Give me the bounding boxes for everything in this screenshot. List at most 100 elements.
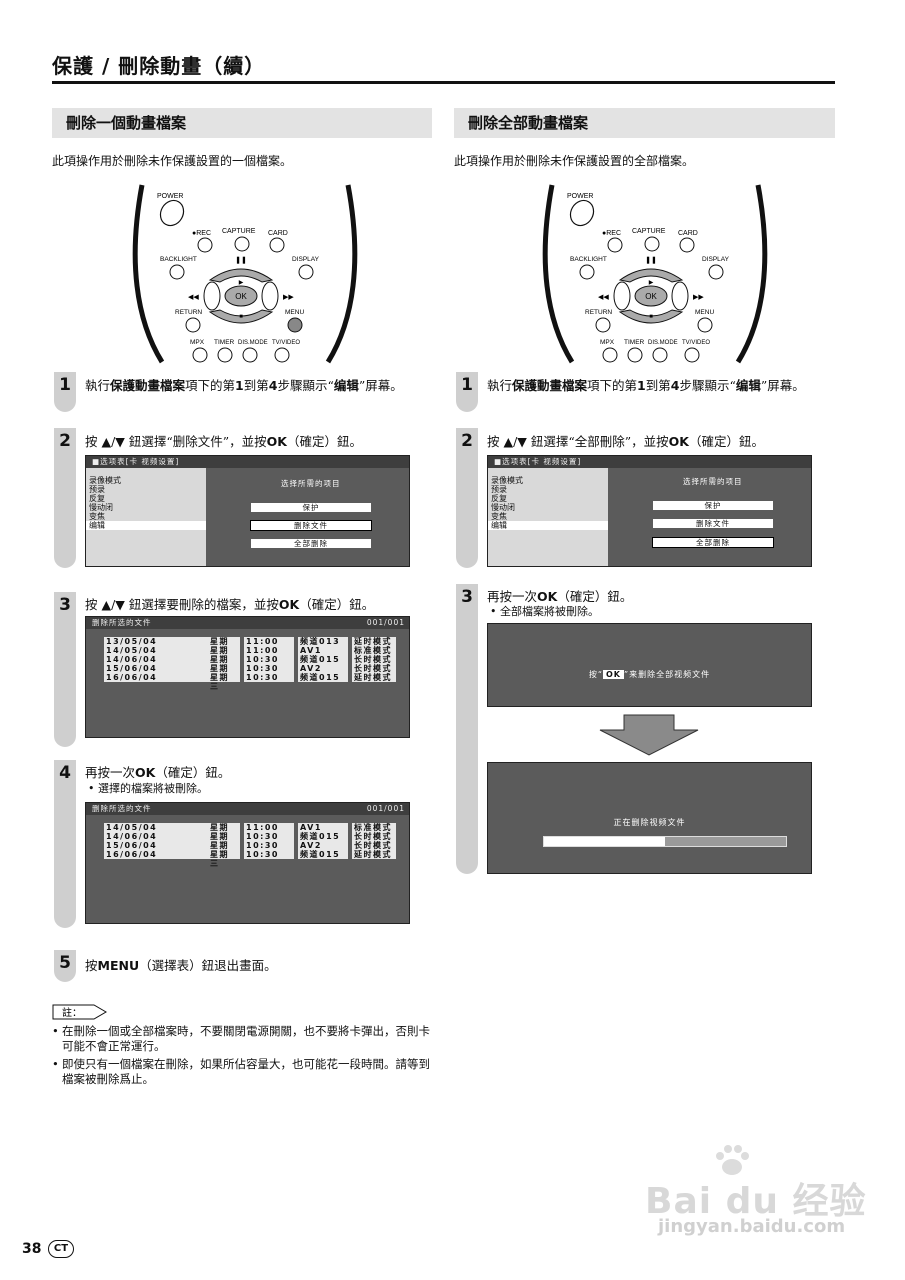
power-button[interactable] [566,196,598,230]
delete-file-option[interactable]: 删除文件 [653,519,773,528]
tvvideo-button[interactable] [684,347,700,363]
return-button[interactable] [185,317,201,333]
delete-file-option[interactable]: 删除文件 [250,520,372,531]
menu-item-zoom[interactable]: 变焦 [89,512,105,521]
menu-item-edit[interactable]: 编辑 [86,521,206,530]
step-1-bar [54,372,76,412]
file-row-cell: 星期三 [208,850,240,868]
osd-menu-header: ■选项表[卡 视频设置] [86,456,409,468]
menu-item-edit[interactable]: 编辑 [488,521,608,530]
menu-item-repeat[interactable]: 反复 [89,494,105,503]
progress-fill [544,837,665,846]
ok-button[interactable] [224,285,258,307]
menu-item-record-mode[interactable]: 录像模式 [491,476,523,485]
watermark-logo: Bai du 经验 [645,1181,867,1222]
up-button[interactable] [208,268,274,283]
card-button[interactable] [269,237,285,253]
rec-label: ●REC [192,230,211,237]
file-row-cell: 11:00 [244,823,294,832]
menu-item-prerecord[interactable]: 预录 [491,485,507,494]
menu-item-repeat[interactable]: 反复 [491,494,507,503]
step-1-text: 執行保護動畫檔案項下的第1到第4步驟顯示“编辑”屏幕。 [85,378,403,393]
menu-item-slow[interactable]: 慢动闭 [491,503,515,512]
menu-item-prerecord[interactable]: 预录 [89,485,105,494]
step-3-text: 按 ▲/▼ 鈕選擇要刪除的檔案，並按OK（確定）鈕。 [85,597,375,612]
left-button[interactable] [613,281,631,311]
up-button[interactable] [618,268,684,283]
right-button[interactable] [261,281,279,311]
file-list-1-counter: 001/001 [366,618,405,627]
pause-icon: ❚❚ [235,256,247,264]
mpx-label: MPX [600,339,615,346]
play-icon: ▶ [239,280,244,286]
progress-label: 正在删除视频文件 [613,818,686,827]
file-row-cell: 10:30 [244,841,294,850]
dismode-button[interactable] [242,347,258,363]
file-row-cell: 16/06/04 [104,850,212,859]
power-button[interactable] [156,196,188,230]
tvvideo-button[interactable] [274,347,290,363]
ok-label: OK [645,292,657,301]
file-row-cell: 10:30 [244,664,294,673]
protect-option[interactable]: 保护 [653,501,773,510]
file-row-cell: AV2 [298,664,348,673]
down-button[interactable] [618,309,684,324]
tvvideo-label: TV/VIDEO [272,340,300,346]
menu-item-record-mode[interactable]: 录像模式 [89,476,121,485]
right-step-2-number: 2 [461,431,473,451]
card-label: CARD [678,230,698,237]
protect-option[interactable]: 保护 [251,503,371,512]
osd-menu-list: 录像模式 预录 反复 慢动闭 变焦 编辑 [86,468,206,566]
timer-label: TIMER [624,339,645,346]
display-button[interactable] [298,264,314,280]
file-row-cell: 星期四 [208,637,240,655]
file-row-cell: 15/06/04 [104,841,212,850]
file-row-cell: AV2 [298,841,348,850]
step-1-number: 1 [59,375,71,395]
file-row-cell: 星期五 [208,823,240,841]
step-2-bar [54,428,76,568]
rec-button[interactable] [197,237,213,253]
return-label: RETURN [175,309,202,316]
display-button[interactable] [708,264,724,280]
mpx-button[interactable] [192,347,208,363]
menu-button[interactable] [697,317,713,333]
delete-all-option[interactable]: 全部删除 [652,537,774,548]
left-button[interactable] [203,281,221,311]
note-tag: 註： [52,1004,107,1020]
step-5-text: 按MENU（選擇表）鈕退出畫面。 [85,958,277,973]
down-button[interactable] [208,309,274,324]
file-row-cell: 星期三 [208,673,240,691]
dismode-button[interactable] [652,347,668,363]
file-row-cell: 11:00 [244,646,294,655]
file-row-cell: 星期一 [208,655,240,673]
ok-button[interactable] [634,285,668,307]
menu-item-slow[interactable]: 慢动闭 [89,503,113,512]
timer-button[interactable] [217,347,233,363]
right-button[interactable] [671,281,689,311]
pause-icon: ❚❚ [645,256,657,264]
backlight-button[interactable] [169,264,185,280]
file-list-2-title: 删除所选的文件 [92,804,152,813]
rec-button[interactable] [607,237,623,253]
progress-bar [543,836,787,847]
timer-button[interactable] [627,347,643,363]
backlight-button[interactable] [579,264,595,280]
menu-button[interactable] [287,317,303,333]
card-button[interactable] [679,237,695,253]
right-step-3-bar [456,584,478,874]
mpx-button[interactable] [602,347,618,363]
delete-all-option[interactable]: 全部删除 [251,539,371,548]
return-button[interactable] [595,317,611,333]
right-step-3-number: 3 [461,587,473,607]
menu-item-zoom[interactable]: 变焦 [491,512,507,521]
note-item: •即使只有一個檔案在刪除，如果所佔容量大，也可能花一段時間。請等到檔案被刪除爲止… [52,1057,430,1086]
power-label: POWER [567,193,593,200]
file-row-cell: 延时模式 [352,850,396,859]
capture-button[interactable] [234,236,250,252]
step-3-number: 3 [59,595,71,615]
osd-menu-screen-right: ■选项表[卡 视频设置] 录像模式 预录 反复 慢动闭 变焦 编辑 选择所需的项… [487,455,812,567]
capture-button[interactable] [644,236,660,252]
return-label: RETURN [585,309,612,316]
